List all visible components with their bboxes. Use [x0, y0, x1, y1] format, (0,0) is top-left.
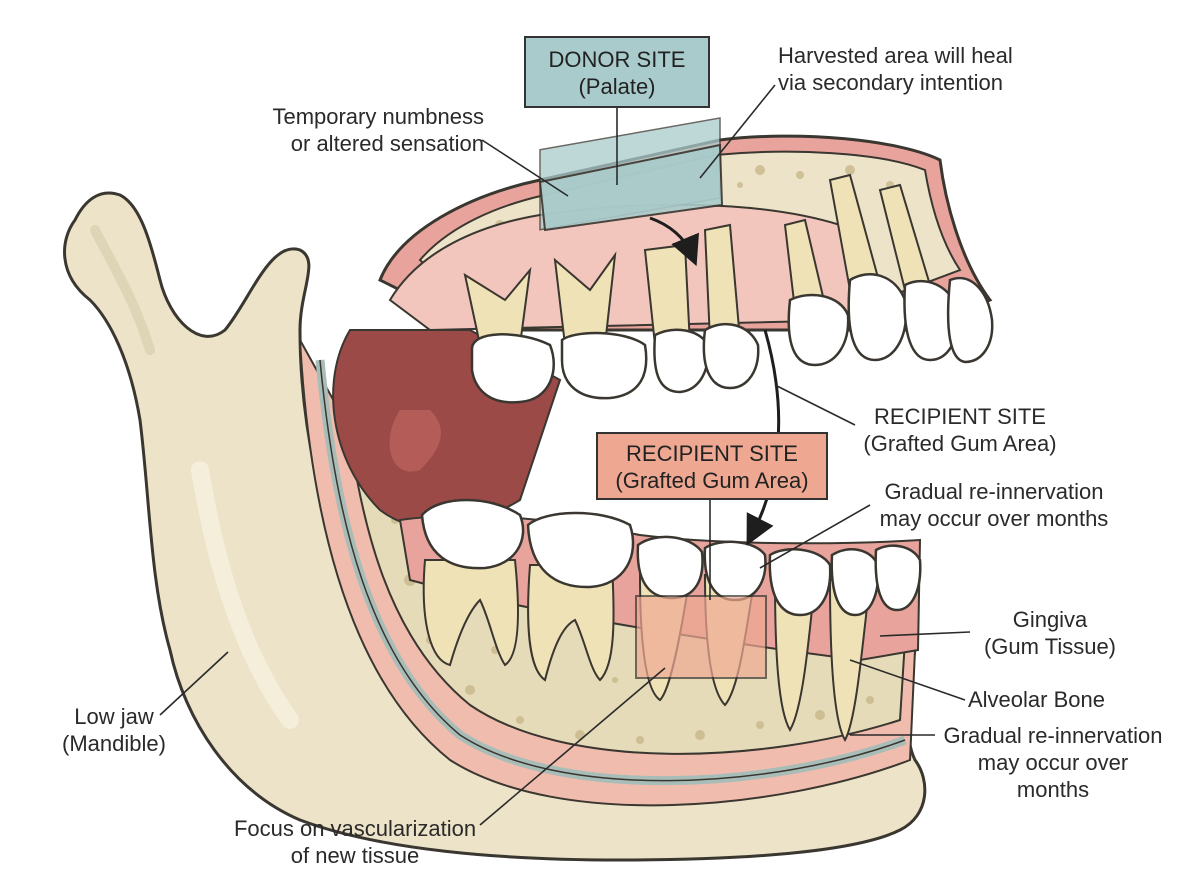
alveolar-bone-label: Alveolar Bone: [968, 687, 1105, 712]
recipient-site-title: RECIPIENT SITE: [626, 441, 798, 466]
donor-site-band: [538, 143, 724, 232]
donor-site-box: DONOR SITE (Palate): [524, 36, 710, 108]
harvested-label: Harvested area will heal via secondary i…: [778, 43, 1013, 95]
reinnervation-label-upper: Gradual re-innervation may occur over mo…: [879, 479, 1109, 531]
reinnervation-label-lower: Gradual re-innervation may occur over mo…: [943, 723, 1163, 802]
recipient-graft-overlay: [635, 595, 767, 679]
donor-arrow: [649, 216, 700, 267]
leader-lines: [159, 84, 971, 826]
lower-teeth: [398, 498, 922, 743]
vascularization-label: Focus on vascularization of new tissue: [233, 816, 477, 868]
upper-teeth: [463, 173, 994, 404]
recipient-site-box: RECIPIENT SITE (Grafted Gum Area): [596, 432, 828, 500]
recipient-site-subtitle: (Grafted Gum Area): [615, 468, 809, 493]
gingiva-label: Gingiva (Gum Tissue): [983, 607, 1117, 659]
numbness-label: Temporary numbness or altered sensation: [272, 104, 484, 156]
low-jaw-label: Low jaw (Mandible): [62, 704, 166, 756]
donor-site-title: DONOR SITE: [548, 47, 686, 72]
donor-site-subtitle: (Palate): [578, 74, 656, 99]
recipient-site-label-upper: RECIPIENT SITE (Grafted Gum Area): [863, 404, 1057, 456]
